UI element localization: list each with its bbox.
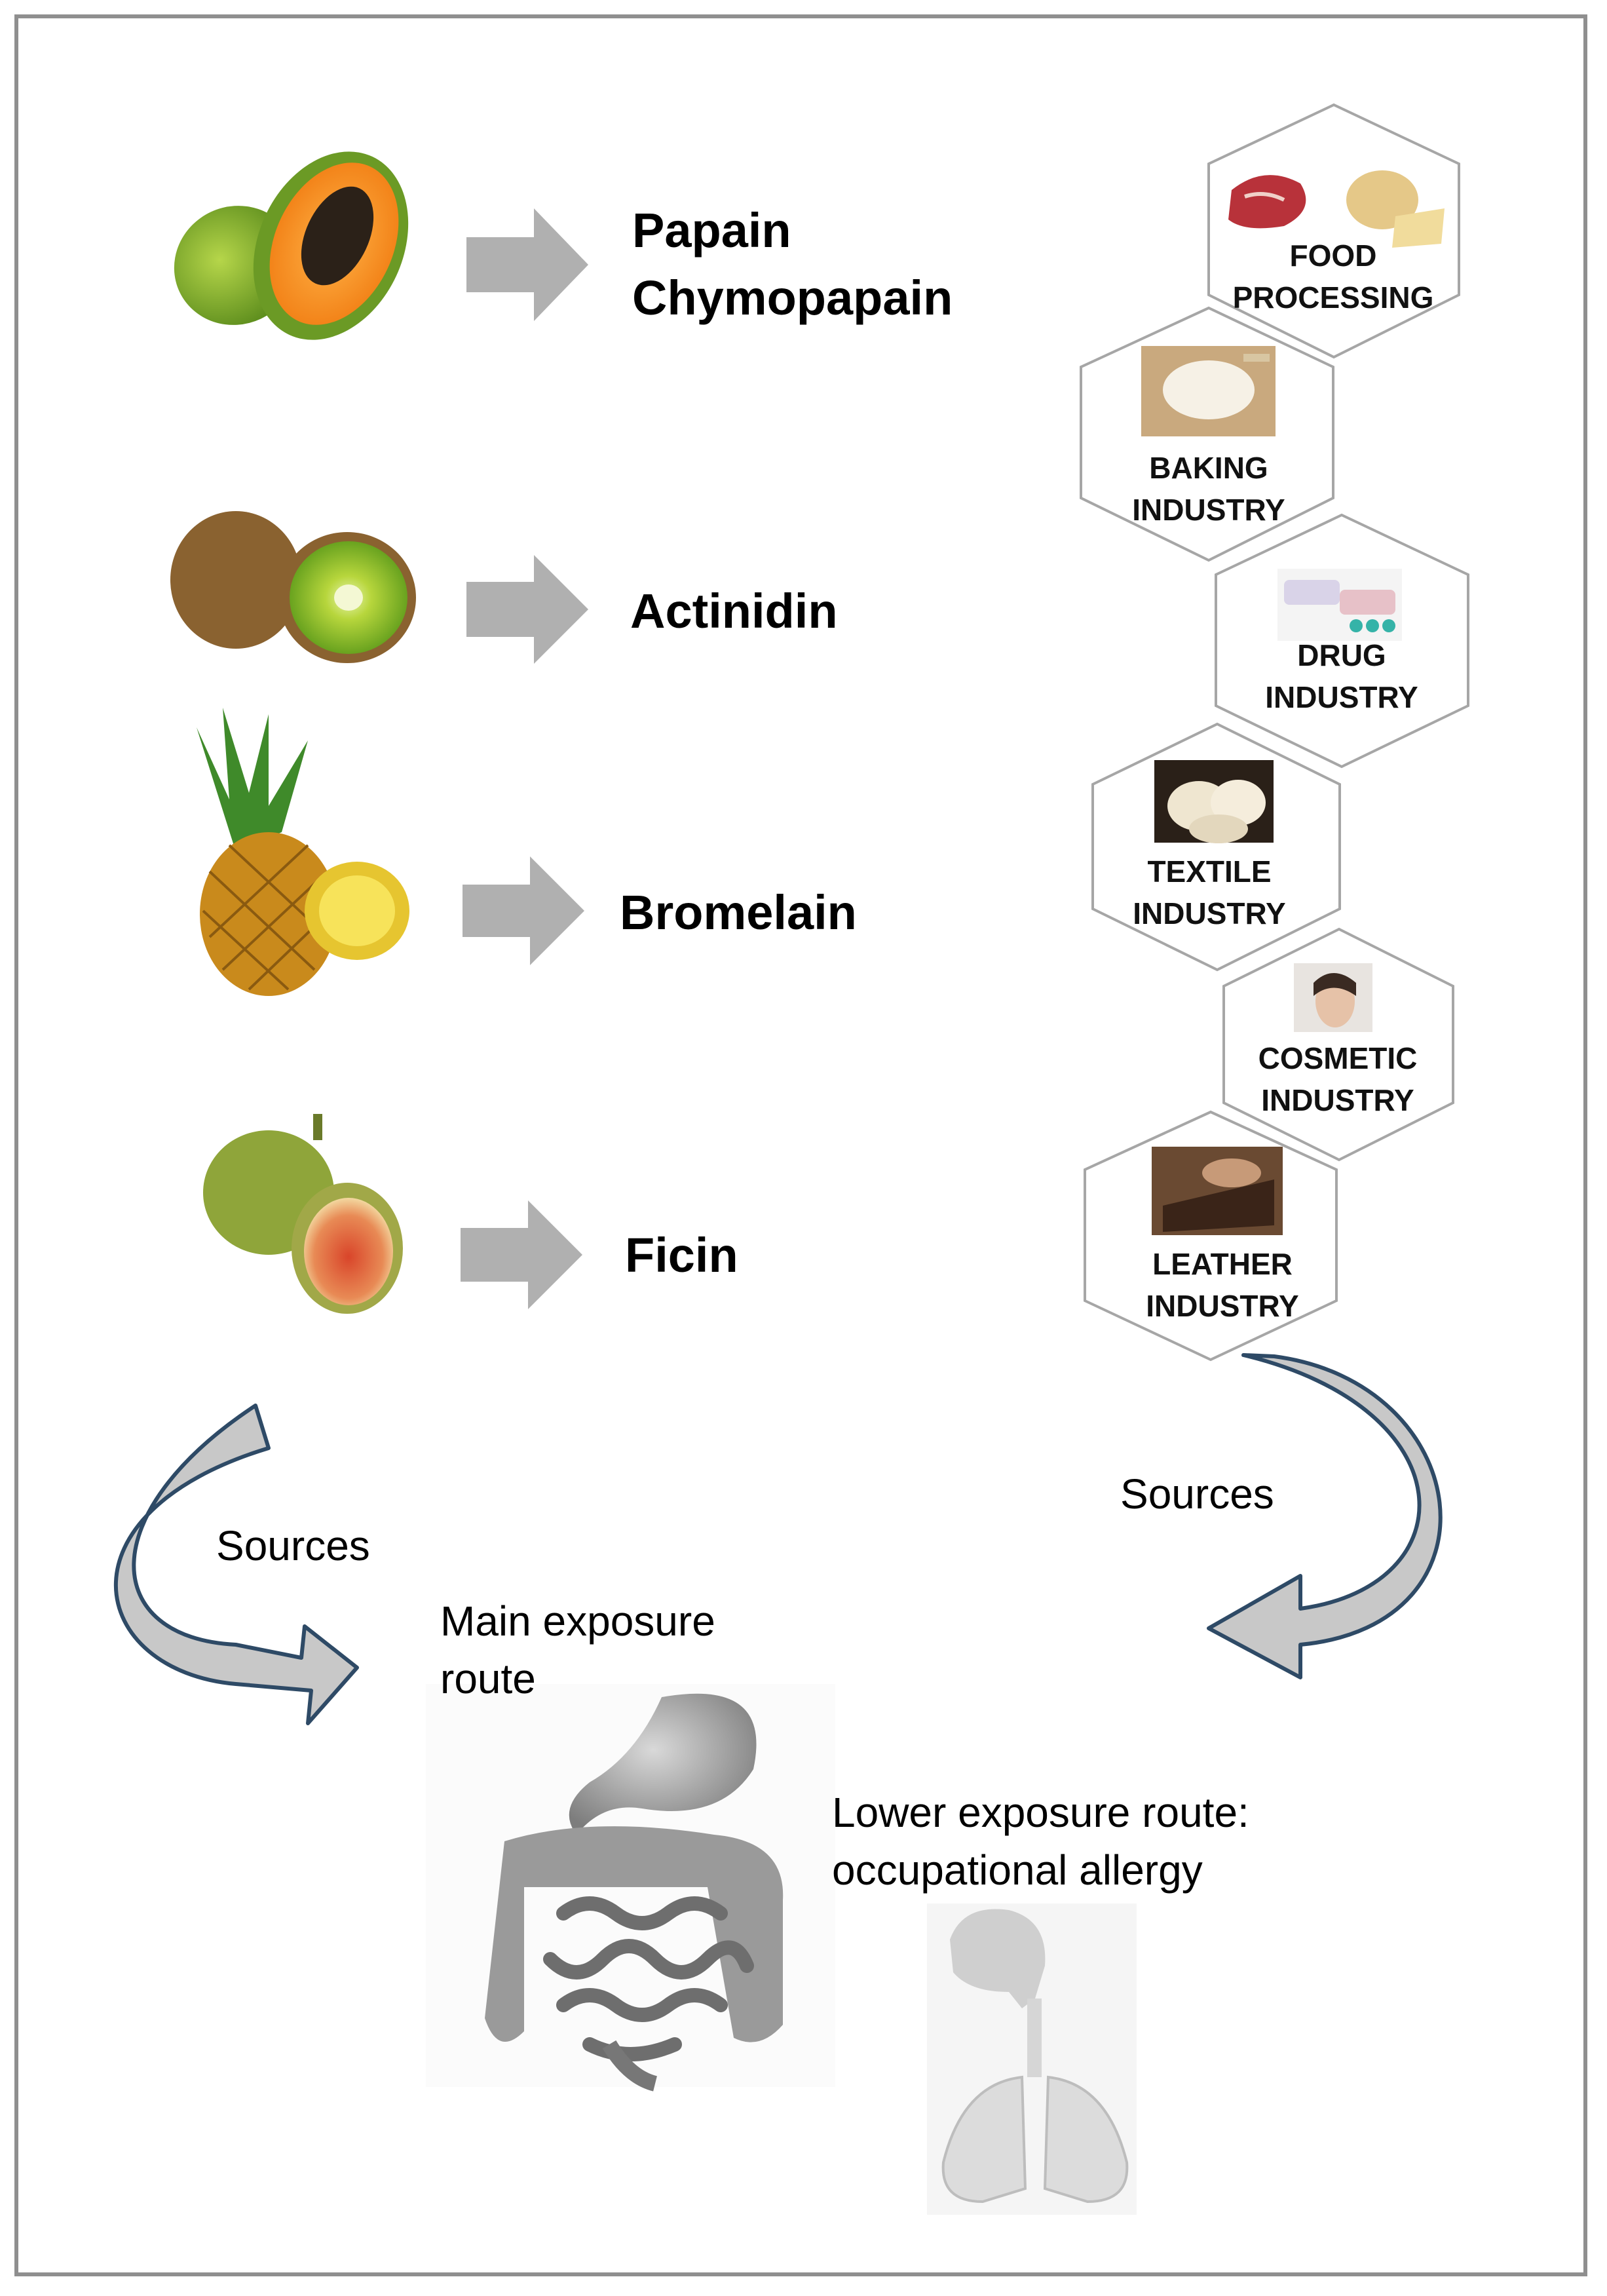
respiratory-system-icon bbox=[927, 1904, 1137, 2215]
hex-label-line1: TEXTILE bbox=[1147, 854, 1272, 889]
arrow-pineapple bbox=[463, 856, 584, 965]
hex-food-processing bbox=[1207, 103, 1460, 359]
hex-label-textile-industry: TEXTILE INDUSTRY bbox=[1085, 851, 1334, 934]
lower-exposure-label-line2: occupational allergy bbox=[832, 1846, 1203, 1894]
hex-label-baking-industry: BAKING INDUSTRY bbox=[1084, 447, 1333, 531]
leather-work-icon bbox=[1152, 1147, 1283, 1235]
sources-label-left: Sources bbox=[216, 1522, 370, 1569]
enzyme-label-chymopapain: Chymopapain bbox=[632, 271, 953, 325]
enzyme-label-bromelain: Bromelain bbox=[620, 885, 857, 940]
hex-label-line2: PROCESSING bbox=[1232, 280, 1434, 315]
hex-label-line1: LEATHER bbox=[1152, 1247, 1293, 1281]
hex-label-line1: DRUG bbox=[1297, 638, 1386, 672]
hex-label-leather-industry: LEATHER INDUSTRY bbox=[1098, 1243, 1347, 1327]
main-exposure-label-line2: route bbox=[440, 1655, 536, 1702]
arrow-papaya bbox=[466, 208, 588, 321]
curved-arrow-right bbox=[1207, 1353, 1443, 1679]
papaya-icon bbox=[174, 151, 409, 340]
hex-label-line2: INDUSTRY bbox=[1265, 680, 1418, 714]
hex-label-line1: BAKING bbox=[1149, 451, 1268, 485]
hex-label-cosmetic-industry: COSMETIC INDUSTRY bbox=[1213, 1037, 1462, 1121]
fig-icon bbox=[203, 1114, 403, 1314]
hex-label-line2: INDUSTRY bbox=[1261, 1083, 1414, 1117]
hex-label-food-processing: FOOD PROCESSING bbox=[1209, 235, 1458, 318]
hex-label-line2: INDUSTRY bbox=[1133, 896, 1286, 930]
enzyme-label-actinidin: Actinidin bbox=[630, 584, 838, 638]
hex-label-line2: INDUSTRY bbox=[1146, 1289, 1299, 1323]
kiwi-icon bbox=[170, 511, 416, 663]
hex-label-line2: INDUSTRY bbox=[1132, 493, 1285, 527]
arrow-fig bbox=[461, 1200, 582, 1309]
hex-label-line1: COSMETIC bbox=[1258, 1041, 1418, 1075]
hex-cosmetic-industry bbox=[1222, 927, 1454, 1162]
meat-cheese-icon bbox=[1228, 170, 1445, 248]
enzyme-label-ficin: Ficin bbox=[625, 1228, 738, 1282]
digestive-system-icon bbox=[426, 1684, 835, 2092]
lower-exposure-label-line1: Lower exposure route: bbox=[832, 1789, 1249, 1836]
curved-arrow-left bbox=[114, 1404, 359, 1725]
pills-icon bbox=[1277, 569, 1402, 641]
pineapple-icon bbox=[197, 708, 409, 996]
wool-icon bbox=[1154, 760, 1274, 843]
sources-label-right: Sources bbox=[1120, 1470, 1274, 1518]
enzyme-label-papain: Papain bbox=[632, 203, 791, 258]
arrow-kiwi bbox=[466, 555, 588, 664]
hex-label-line1: FOOD bbox=[1289, 239, 1377, 273]
dough-icon bbox=[1141, 346, 1276, 436]
main-exposure-label-line1: Main exposure bbox=[440, 1598, 715, 1645]
face-cream-icon bbox=[1294, 963, 1372, 1032]
hex-label-drug-industry: DRUG INDUSTRY bbox=[1217, 634, 1466, 718]
